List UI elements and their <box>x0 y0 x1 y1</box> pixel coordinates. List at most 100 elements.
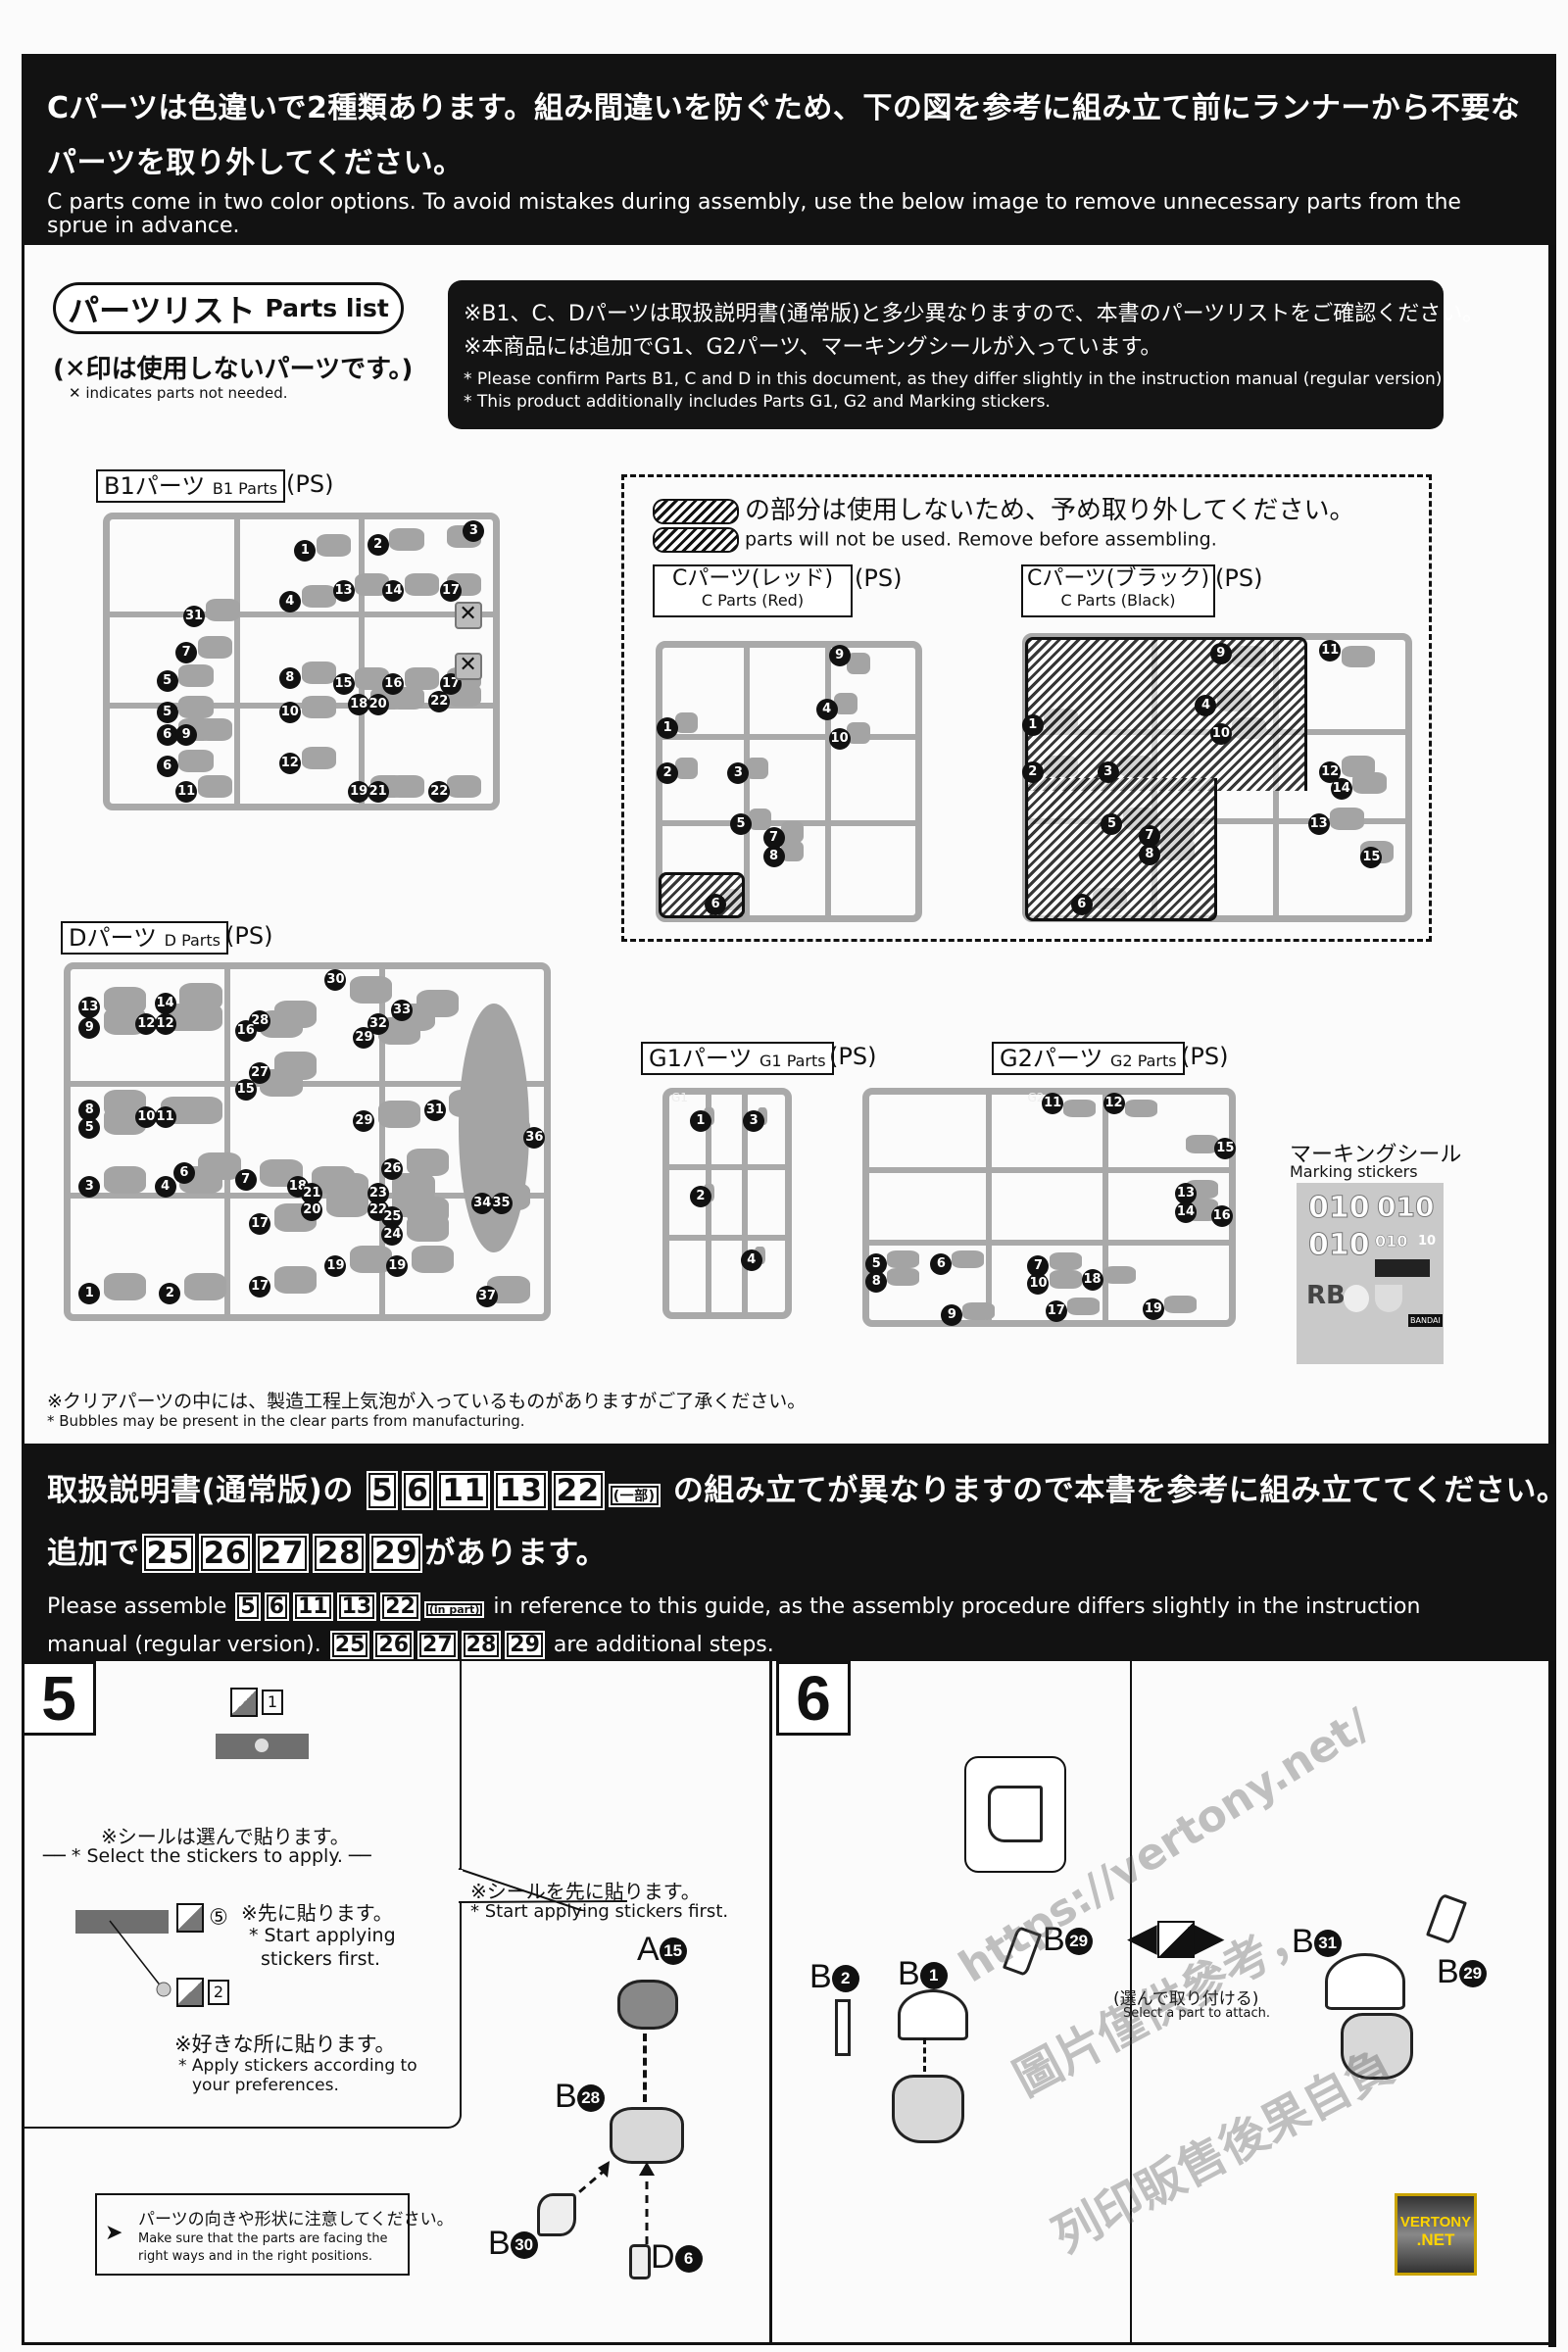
dashed-arrow <box>643 2034 647 2102</box>
part-number-d: 25 <box>381 1206 404 1229</box>
c-note-jp: の部分は使用しないため、予め取り外してください。 <box>653 490 1354 526</box>
sprue-part <box>1049 1270 1082 1289</box>
part-number-g1: 1 <box>689 1109 711 1132</box>
emblem-sticker <box>1375 1285 1402 1312</box>
part-number-g2: 17 <box>1045 1299 1067 1322</box>
part-number-d: 10 <box>135 1106 158 1129</box>
sprue-part <box>179 1004 222 1032</box>
c-note-en: parts will not be used. Remove before as… <box>653 527 1217 553</box>
part-number-g2: 19 <box>1142 1298 1164 1320</box>
g2-material: (PS) <box>1181 1043 1229 1070</box>
part-number: 28 <box>576 2084 605 2113</box>
sprue-part <box>377 1100 421 1128</box>
sprue-part <box>405 573 440 597</box>
c-black-label-en: C Parts (Black) <box>1060 591 1176 610</box>
sprue-part <box>389 775 424 799</box>
orientation-note-jp: パーツの向きや形状に注意してください。 <box>138 2210 454 2230</box>
sprue-part <box>847 653 870 675</box>
header-jp-2: パーツを取り外してください。 <box>47 146 464 180</box>
part-number-b1: 6 <box>156 724 178 747</box>
sprue-part <box>197 718 233 742</box>
sticker-item: 010 <box>1308 1191 1371 1226</box>
part-number-d: 29 <box>353 1027 375 1050</box>
part-number-g2: 5 <box>865 1252 888 1275</box>
part-number-d: 1 <box>78 1282 101 1304</box>
part-number-d: 23 <box>367 1182 389 1204</box>
sticker-number: 2 <box>208 1980 229 2005</box>
sprue-part <box>355 666 390 690</box>
header-band: Cパーツは色違いで2種類あります。組み間違いを防ぐため、下の図を参考に組み立て前… <box>22 54 1556 245</box>
part-number: 29 <box>1064 1928 1093 1956</box>
sprue-part <box>103 1272 147 1300</box>
sprue-part <box>847 722 870 745</box>
part-D6 <box>629 2244 651 2279</box>
part-number-d: 3 <box>78 1175 101 1198</box>
part-number: 29 <box>1458 1960 1487 1988</box>
part-number-b1: 19 <box>348 781 370 804</box>
c-red-label-en: C Parts (Red) <box>701 591 805 610</box>
part-number-d: 15 <box>234 1079 257 1102</box>
notice-en-2: * This product additionally includes Par… <box>464 392 1051 412</box>
sticker-dot <box>255 1739 269 1752</box>
part-number-b1: 17 <box>439 579 462 602</box>
sprue-part <box>197 775 233 799</box>
sticker-preview <box>75 1910 169 1934</box>
g1-tag: G1 <box>671 1091 688 1104</box>
apply-pref-en-1: * Apply stickers according to <box>178 2056 417 2076</box>
c-black-material: (PS) <box>1215 564 1263 592</box>
notice-box: ※B1、C、Dパーツは取扱説明書(通常版)と多少異なりますので、本書のパーツリス… <box>448 280 1484 429</box>
part-number-b1: 12 <box>278 753 301 775</box>
sprue-part <box>887 1250 920 1269</box>
sticker-icon <box>230 1688 258 1717</box>
sprue-part <box>179 1097 222 1125</box>
bubbles-note-en: * Bubbles may be present in the clear pa… <box>47 1412 525 1430</box>
hatch-swatch-icon <box>653 498 739 524</box>
part-number-c_black: 14 <box>1330 777 1352 800</box>
part-number: 31 <box>1313 1930 1342 1958</box>
part-number: 15 <box>659 1937 687 1966</box>
part-number-c_red: 9 <box>828 645 851 667</box>
part-number-c_black: 12 <box>1319 760 1342 783</box>
part-number-b1: 3 <box>463 519 485 542</box>
part-number-d: 17 <box>249 1213 271 1236</box>
part-number-g2: 11 <box>1042 1093 1064 1115</box>
dashed-arrow <box>923 2038 926 2072</box>
part-number-c_black: 4 <box>1195 695 1217 717</box>
step-ref: 6 <box>402 1471 434 1510</box>
sprue-part <box>748 808 771 830</box>
sprue-part <box>781 840 805 862</box>
part-number-c_red: 7 <box>762 826 785 849</box>
apply-first-jp: ※先に貼ります。 <box>241 1901 393 1925</box>
part-number-c_black: 5 <box>1101 813 1123 836</box>
sticker-icon <box>176 1978 204 2007</box>
part-number-c_black: 9 <box>1209 643 1232 665</box>
part-number-c_black: 11 <box>1319 640 1342 662</box>
part-number-c_black: 10 <box>1209 722 1232 745</box>
sprue-part <box>447 775 482 799</box>
b1-label-en: B1 Parts <box>212 479 278 498</box>
sticker-number: ⑤ <box>209 1905 228 1931</box>
g1-label: G1パーツ G1 Parts <box>641 1042 834 1075</box>
part-number-c_black: 6 <box>1070 893 1093 915</box>
orientation-note-box: ➤ パーツの向きや形状に注意してください。 Make sure that the… <box>95 2193 454 2276</box>
orientation-note-en-1: Make sure that the parts are facing the <box>138 2231 388 2246</box>
sprue-part <box>449 1090 492 1118</box>
part-number-b1: 11 <box>175 781 198 804</box>
assembled-base <box>1341 2013 1413 2080</box>
apply-pref-en-2: your preferences. <box>192 2076 339 2095</box>
runner-letter: B <box>1292 1923 1314 1960</box>
band-en-b: in reference to this guide, as the assem… <box>493 1594 1421 1619</box>
part-number-d: 24 <box>381 1224 404 1247</box>
step-5-number: 5 <box>22 1661 96 1736</box>
part-number: 30 <box>510 2231 538 2260</box>
in-part-tag: (一部) <box>608 1484 661 1507</box>
sticker-ref-2: 2 <box>176 1978 229 2007</box>
sprue-part <box>834 693 858 715</box>
step-ref: 27 <box>417 1631 458 1659</box>
